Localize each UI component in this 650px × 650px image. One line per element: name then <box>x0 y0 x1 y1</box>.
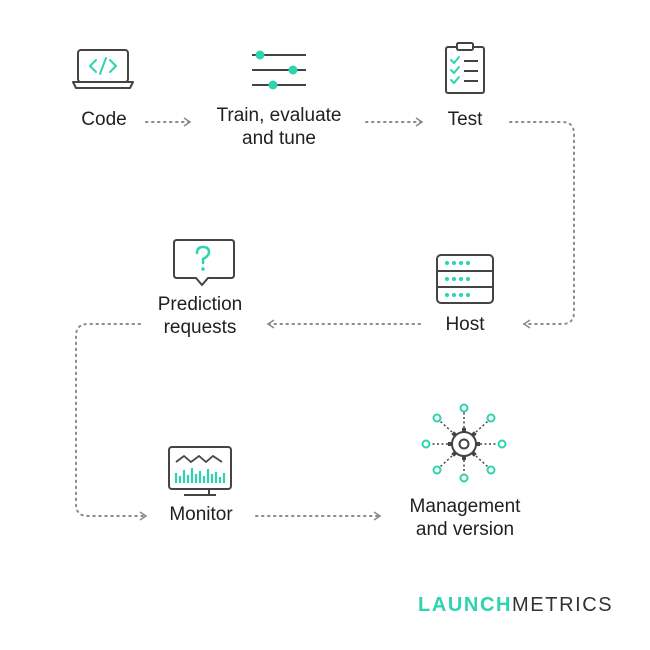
step-label-management: Management and version <box>409 496 521 540</box>
sliders-icon <box>252 50 306 90</box>
question-bubble-icon <box>173 239 235 286</box>
clipboard-checklist-icon <box>445 42 485 94</box>
gear-network-icon <box>421 403 507 483</box>
laptop-code-icon <box>72 49 134 89</box>
step-label-test: Test <box>447 109 483 130</box>
step-label-train: Train, evaluate and tune <box>216 105 342 149</box>
server-icon <box>436 254 494 304</box>
arrow-test-to-host <box>509 121 575 329</box>
step-label-monitor: Monitor <box>169 504 233 525</box>
brand-logo-part1: LAUNCH <box>418 594 513 616</box>
brand-logo-part2: METRICS <box>512 594 614 616</box>
step-label-prediction: Prediction requests <box>157 294 243 338</box>
arrow-prediction-to-monitor <box>75 323 148 521</box>
monitor-chart-icon <box>168 446 232 496</box>
brand-logo: LAUNCHMETRICS <box>418 594 613 617</box>
step-label-host: Host <box>445 314 485 335</box>
step-label-code: Code <box>81 109 127 130</box>
